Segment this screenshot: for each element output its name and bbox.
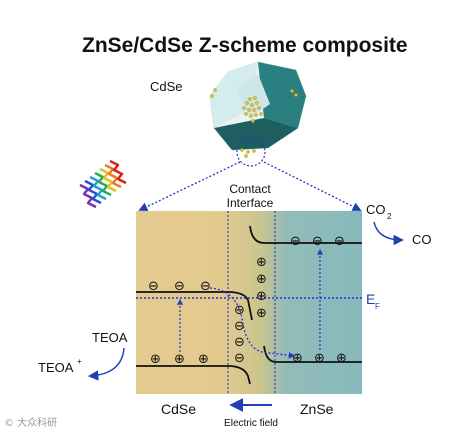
cdse-conduction-band xyxy=(136,291,253,321)
electron: ⊖ xyxy=(148,279,159,294)
svg-text:+: + xyxy=(77,357,82,366)
electron: ⊖ xyxy=(234,319,245,334)
zoom-arrow-right xyxy=(263,161,362,211)
contact-interface-label-line2: Interface xyxy=(227,196,274,210)
hole: ⊕ xyxy=(314,351,325,366)
znse-region-label: ZnSe xyxy=(300,401,334,417)
hole: ⊕ xyxy=(336,351,347,366)
fermi-level-label: E F xyxy=(366,291,380,311)
hole: ⊕ xyxy=(198,352,209,367)
co2-reduction-arrow xyxy=(373,221,405,246)
zoom-arrow-left xyxy=(138,161,241,211)
hole: ⊕ xyxy=(150,352,161,367)
electron: ⊖ xyxy=(234,335,245,350)
electron: ⊖ xyxy=(200,279,211,294)
contact-interface-label-line1: Contact xyxy=(229,182,271,196)
hole: ⊕ xyxy=(292,351,303,366)
interface-holes: ⊕ ⊕ ⊕ ⊕ xyxy=(256,255,267,321)
diagram-title: ZnSe/CdSe Z-scheme composite xyxy=(82,34,408,57)
co2-label: CO 2 xyxy=(366,202,392,221)
cdse-particle xyxy=(209,61,307,151)
hole: ⊕ xyxy=(256,306,267,321)
electron: ⊖ xyxy=(174,279,185,294)
znse-vb-holes: ⊕ ⊕ ⊕ xyxy=(292,351,347,366)
hole: ⊕ xyxy=(256,289,267,304)
electron: ⊖ xyxy=(312,234,323,249)
svg-text:TEOA: TEOA xyxy=(38,360,74,375)
electron: ⊖ xyxy=(334,234,345,249)
cdse-region-label: CdSe xyxy=(161,401,196,417)
quantum-dots xyxy=(210,88,298,158)
znse-valence-band xyxy=(263,345,362,363)
watermark: © 大众科研 xyxy=(4,418,58,429)
cdse-valence-band xyxy=(136,365,251,385)
znse-cb-electrons: ⊖ ⊖ ⊖ xyxy=(290,234,345,249)
svg-text:F: F xyxy=(375,302,380,311)
electron: ⊖ xyxy=(234,303,245,318)
cdse-cb-electrons: ⊖ ⊖ ⊖ xyxy=(148,279,211,294)
hole: ⊕ xyxy=(174,352,185,367)
interface-electrons: ⊖ ⊖ ⊖ ⊖ xyxy=(234,303,245,366)
teoa-plus-label: TEOA + xyxy=(38,357,82,375)
cdse-particle-label: CdSe xyxy=(150,79,183,94)
co-label: CO xyxy=(412,232,432,247)
svg-text:2: 2 xyxy=(387,212,392,221)
contact-highlight xyxy=(236,137,266,167)
teoa-label: TEOA xyxy=(92,330,128,345)
cdse-vb-holes: ⊕ ⊕ ⊕ xyxy=(150,352,209,367)
znse-conduction-band xyxy=(249,225,362,244)
electron: ⊖ xyxy=(234,351,245,366)
svg-text:CO: CO xyxy=(366,202,386,217)
light-icon xyxy=(79,159,127,209)
hole: ⊕ xyxy=(256,255,267,270)
hole: ⊕ xyxy=(256,272,267,287)
svg-text:E: E xyxy=(366,291,375,307)
electron: ⊖ xyxy=(290,234,301,249)
teoa-oxidation-arrow xyxy=(87,347,125,381)
electric-field-label: Electric field xyxy=(224,418,278,429)
excitation-arrows xyxy=(177,248,323,352)
